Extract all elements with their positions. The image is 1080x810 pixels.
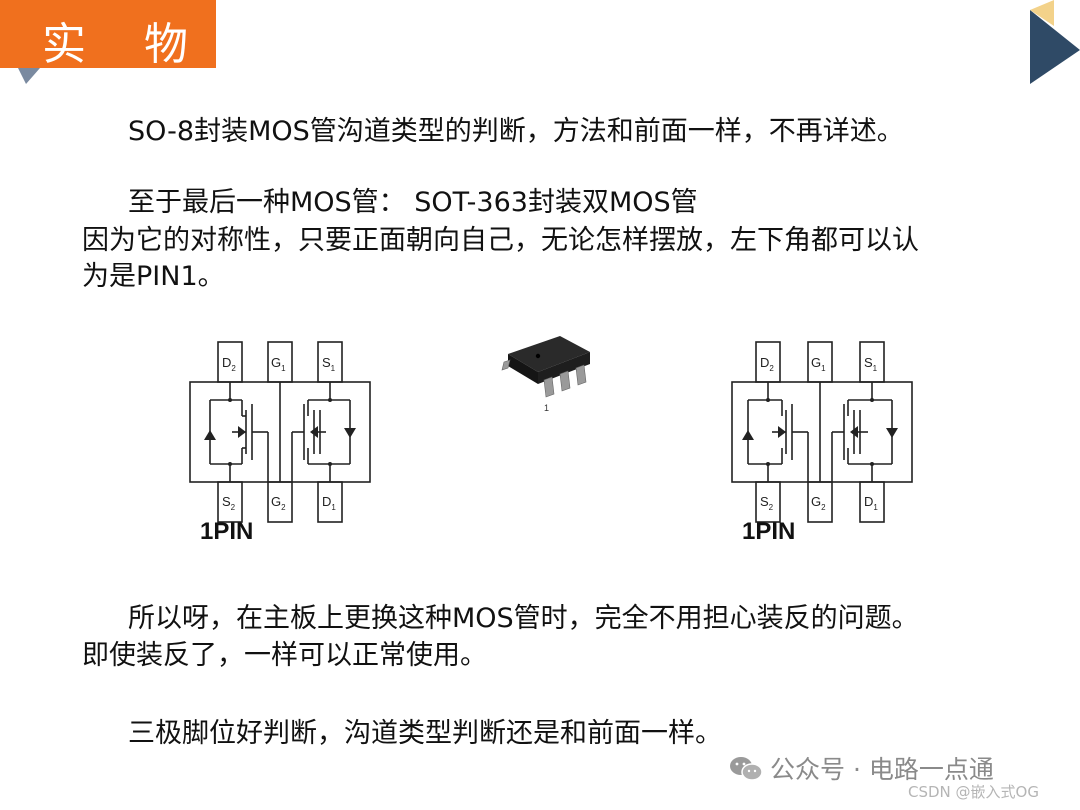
svg-text:D2: D2 — [760, 355, 774, 373]
corner-arrow-decoration — [1030, 0, 1080, 84]
svg-text:S1: S1 — [864, 355, 878, 373]
schematic-left: D2 G1 S1 S2 G2 D1 — [189, 341, 371, 523]
svg-text:S1: S1 — [322, 355, 336, 373]
paragraph-sot363-line1: 至于最后一种MOS管： SOT-363封装双MOS管 — [128, 187, 698, 218]
title-banner — [0, 0, 216, 68]
svg-text:G1: G1 — [811, 355, 826, 373]
svg-text:D1: D1 — [864, 494, 878, 512]
svg-text:D1: D1 — [322, 494, 336, 512]
watermark-text: 公众号 · 电路一点通 — [770, 755, 994, 784]
csdn-watermark: CSDN @嵌入式OG — [908, 783, 1039, 801]
paragraph-sot363-line3: 为是PIN1。 — [82, 261, 225, 292]
paragraph-sot363-line2: 因为它的对称性，只要正面朝向自己，无论怎样摆放，左下角都可以认 — [82, 225, 919, 256]
svg-text:S2: S2 — [760, 494, 774, 512]
svg-text:D2: D2 — [222, 355, 236, 373]
sot363-chip-image — [501, 336, 590, 398]
svg-text:G2: G2 — [811, 494, 826, 512]
wechat-icon — [730, 757, 763, 781]
schematic-right: D2 G1 S1 S2 G2 D1 — [731, 341, 913, 523]
paragraph-replace-line2: 即使装反了，一样可以正常使用。 — [82, 640, 487, 671]
svg-text:S2: S2 — [222, 494, 236, 512]
paragraph-replace-line1: 所以呀，在主板上更换这种MOS管时，完全不用担心装反的问题。 — [128, 603, 919, 634]
svg-text:G1: G1 — [271, 355, 286, 373]
title-triangle-decoration — [18, 68, 40, 84]
paragraph-so8: SO-8封装MOS管沟道类型的判断，方法和前面一样，不再详述。 — [128, 116, 904, 147]
slide-title: 实 物 — [42, 19, 210, 70]
paragraph-transistor: 三极脚位好判断，沟道类型判断还是和前面一样。 — [128, 718, 722, 749]
pin1-label-right: 1PIN — [742, 518, 796, 545]
chip-pin1-mark: 1 — [544, 403, 550, 413]
svg-text:G2: G2 — [271, 494, 286, 512]
pin1-label-left: 1PIN — [200, 518, 254, 545]
